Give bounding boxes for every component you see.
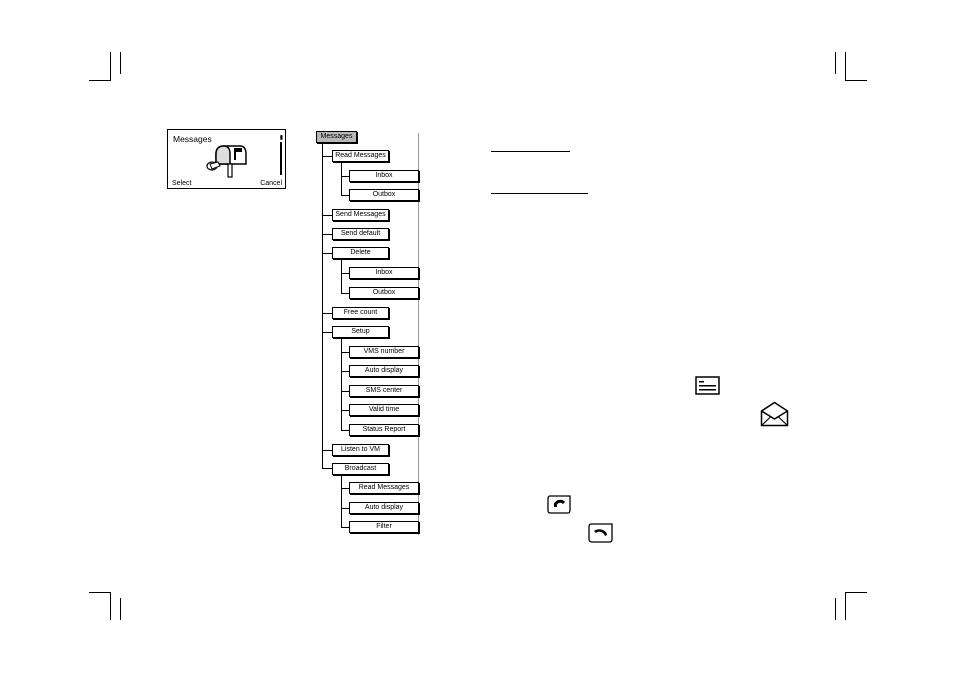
tree-connector bbox=[322, 156, 332, 157]
tree-connector bbox=[341, 508, 349, 509]
tree-connector bbox=[322, 234, 332, 235]
end-key-icon bbox=[588, 523, 613, 543]
crop-mark bbox=[845, 592, 867, 593]
menu-item-inbox[interactable]: Inbox bbox=[349, 267, 419, 279]
message-list-icon bbox=[695, 376, 720, 395]
tree-connector bbox=[322, 215, 332, 216]
tree-connector bbox=[322, 253, 332, 254]
tree-connector bbox=[341, 391, 349, 392]
mailbox-icon bbox=[206, 145, 247, 178]
tree-connector bbox=[322, 332, 332, 333]
tree-connector bbox=[322, 143, 323, 468]
tree-connector bbox=[322, 450, 332, 451]
crop-mark bbox=[835, 52, 836, 74]
menu-item-read-messages[interactable]: Read Messages bbox=[332, 150, 389, 162]
blank-line bbox=[491, 151, 570, 152]
menu-item-inbox[interactable]: Inbox bbox=[349, 170, 419, 182]
open-envelope-icon bbox=[760, 401, 789, 427]
tree-border bbox=[418, 133, 419, 535]
tree-connector bbox=[341, 430, 349, 431]
tree-connector bbox=[341, 162, 342, 195]
tree-connector bbox=[341, 195, 349, 196]
menu-item-valid-time[interactable]: Valid time bbox=[349, 404, 419, 416]
tree-connector bbox=[341, 273, 349, 274]
menu-item-outbox[interactable]: Outbox bbox=[349, 189, 419, 201]
menu-item-delete[interactable]: Delete bbox=[332, 247, 389, 259]
crop-mark bbox=[120, 52, 121, 74]
tree-connector bbox=[341, 475, 342, 528]
menu-root[interactable]: Messages bbox=[316, 131, 357, 143]
tree-connector bbox=[322, 468, 332, 469]
menu-item-vms-number[interactable]: VMS number bbox=[349, 346, 419, 358]
tree-connector bbox=[341, 293, 349, 294]
tree-connector bbox=[341, 527, 349, 528]
tree-connector bbox=[341, 410, 349, 411]
blank-line bbox=[491, 193, 588, 194]
screen-title: Messages bbox=[173, 134, 212, 144]
menu-item-auto-display[interactable]: Auto display bbox=[349, 502, 419, 514]
crop-mark bbox=[845, 80, 867, 81]
menu-item-setup[interactable]: Setup bbox=[332, 326, 389, 338]
menu-item-filter[interactable]: Filter bbox=[349, 521, 419, 533]
menu-item-send-messages[interactable]: Send Messages bbox=[332, 209, 389, 221]
crop-mark bbox=[835, 598, 836, 620]
scrollbar bbox=[280, 142, 282, 175]
menu-item-listen-to-vm[interactable]: Listen to VM bbox=[332, 444, 389, 456]
tree-connector bbox=[341, 352, 349, 353]
cancel-softkey[interactable]: Cancel bbox=[260, 180, 282, 187]
crop-mark bbox=[120, 598, 121, 620]
scroll-indicator-top: ▮ bbox=[279, 135, 283, 141]
crop-mark bbox=[89, 80, 111, 81]
tree-connector bbox=[341, 259, 342, 293]
menu-item-read-messages[interactable]: Read Messages bbox=[349, 482, 419, 494]
phone-screen: Messages ▮ Select Cancel bbox=[167, 129, 286, 189]
menu-item-outbox[interactable]: Outbox bbox=[349, 287, 419, 299]
menu-item-auto-display[interactable]: Auto display bbox=[349, 365, 419, 377]
menu-item-sms-center[interactable]: SMS center bbox=[349, 385, 419, 397]
tree-connector bbox=[341, 338, 342, 430]
tree-connector bbox=[341, 488, 349, 489]
tree-connector bbox=[322, 313, 332, 314]
crop-mark bbox=[110, 52, 111, 80]
crop-mark bbox=[89, 592, 111, 593]
send-key-icon bbox=[547, 495, 571, 514]
tree-connector bbox=[341, 176, 349, 177]
menu-item-send-default[interactable]: Send default bbox=[332, 228, 389, 240]
menu-item-free-count[interactable]: Free count bbox=[332, 307, 389, 319]
menu-item-broadcast[interactable]: Broadcast bbox=[332, 463, 389, 475]
menu-item-status-report[interactable]: Status Report bbox=[349, 424, 419, 436]
tree-connector bbox=[341, 371, 349, 372]
select-softkey[interactable]: Select bbox=[172, 180, 192, 187]
crop-mark bbox=[110, 592, 111, 620]
crop-mark bbox=[845, 52, 846, 80]
crop-mark bbox=[845, 592, 846, 620]
